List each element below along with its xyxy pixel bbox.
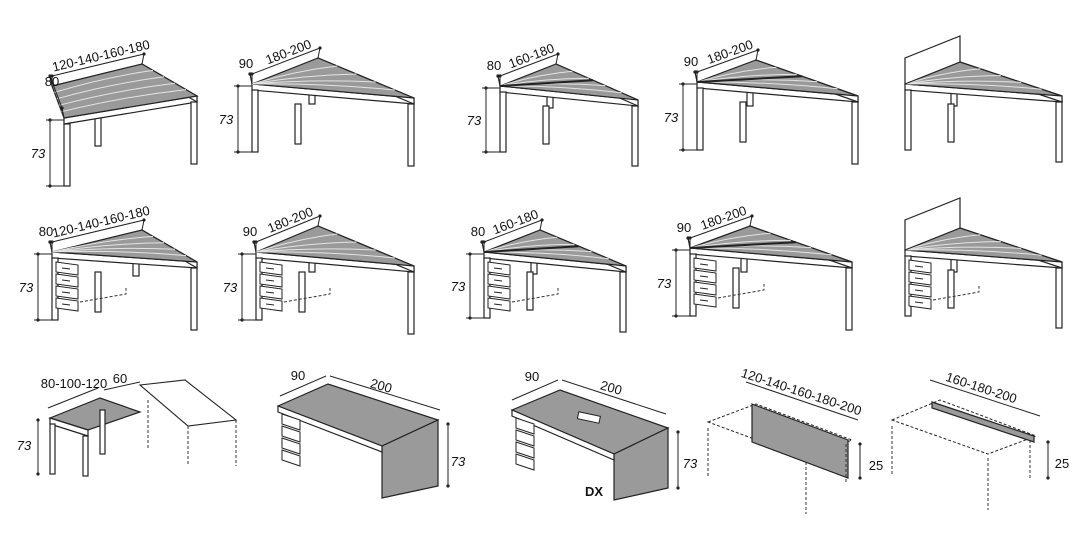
cable-port — [576, 411, 601, 424]
desk-figure-r1c4: 90 180-200 73 — [664, 37, 859, 165]
desk-screen-panel — [904, 35, 961, 85]
desk-leg — [845, 267, 853, 331]
dimension-depth-label: 80-100-120 — [41, 376, 108, 391]
desk-figure-r2c4: 90 180-200 73 — [657, 203, 853, 331]
desk-leg — [526, 271, 534, 311]
dimension-height-label: 73 — [664, 110, 679, 125]
dimension-height-label: 73 — [683, 456, 698, 471]
desk-figure-r3c1: 80-100-120 60 73 — [17, 371, 238, 477]
modesty-panel — [751, 403, 849, 479]
drawer-pedestal — [487, 261, 559, 312]
desk-figure-r3c5: 160-180-200 25 — [890, 369, 1069, 510]
dimension-height-label: 73 — [451, 454, 466, 469]
desk-leg — [407, 103, 415, 167]
dimension-height-label: 73 — [467, 113, 482, 128]
dimension-height-label: 73 — [17, 438, 32, 453]
dimension-height-label: 73 — [451, 279, 466, 294]
desk-leg — [732, 267, 740, 309]
dimension-depth-label: 80 — [39, 224, 53, 239]
dimension-width-label: 60 — [113, 371, 127, 386]
desk-figure-r1c5 — [904, 35, 1063, 163]
dimension-height-label: 73 — [19, 280, 34, 295]
dimension-depth-label: 90 — [291, 368, 305, 383]
handedness-label: DX — [585, 484, 603, 499]
drawer-pedestal — [908, 259, 980, 310]
desk-leg — [947, 103, 955, 143]
desk-figure-r3c2: 90 200 73 — [276, 368, 466, 499]
desk-leg — [947, 269, 955, 309]
desk-leg — [190, 267, 198, 331]
desk-leg — [1055, 101, 1063, 163]
desk-leg — [696, 87, 704, 151]
drawer-pedestal — [281, 413, 301, 467]
dimension-height-label: 25 — [1055, 456, 1069, 471]
dimension-depth-label: 80 — [471, 224, 485, 239]
dimension-depth-label: 90 — [525, 369, 539, 384]
dimension-depth-label: 90 — [243, 224, 257, 239]
desk-leg — [1055, 267, 1063, 329]
screen-panel — [931, 401, 1035, 443]
desk-leg — [499, 91, 507, 153]
desk-figure-r2c5 — [904, 197, 1063, 329]
desk-leg — [251, 89, 259, 153]
dimension-width-label: 200 — [369, 375, 394, 395]
dimension-width-label: 180-200 — [699, 203, 749, 233]
drawer-pedestal — [55, 261, 127, 312]
desk-screen-panel — [904, 197, 961, 251]
dimension-depth-label: 80 — [487, 58, 501, 73]
desk-leg — [631, 105, 639, 167]
dimension-depth-label: 90 — [239, 56, 253, 71]
dimension-height-label: 73 — [657, 276, 672, 291]
dimension-width-label: 160-180-200 — [944, 369, 1019, 406]
drawer-pedestal — [515, 417, 535, 471]
drawer-pedestal — [259, 261, 331, 312]
drawer-pedestal — [693, 257, 765, 308]
dimension-depth-label: 90 — [677, 220, 691, 235]
desk-leg — [851, 101, 859, 165]
desk-leg — [619, 271, 627, 333]
desk-leg — [904, 89, 912, 151]
desk-leg — [542, 105, 550, 145]
desk-leg — [739, 101, 747, 143]
desk-leg — [294, 103, 302, 145]
dimension-width-label: 200 — [599, 377, 624, 397]
dimension-height-label: 25 — [869, 458, 883, 473]
desk-leg — [94, 271, 102, 313]
dimension-depth-label: 90 — [684, 54, 698, 69]
desk-leg — [407, 271, 415, 335]
desk-leg — [63, 123, 71, 187]
dimension-height-label: 73 — [223, 280, 238, 295]
dimension-height-label: 73 — [31, 146, 46, 161]
dimension-width-label: 180-200 — [705, 37, 755, 67]
dimension-height-label: 73 — [219, 112, 234, 127]
desk-leg — [298, 271, 306, 313]
desk-leg — [190, 101, 198, 165]
